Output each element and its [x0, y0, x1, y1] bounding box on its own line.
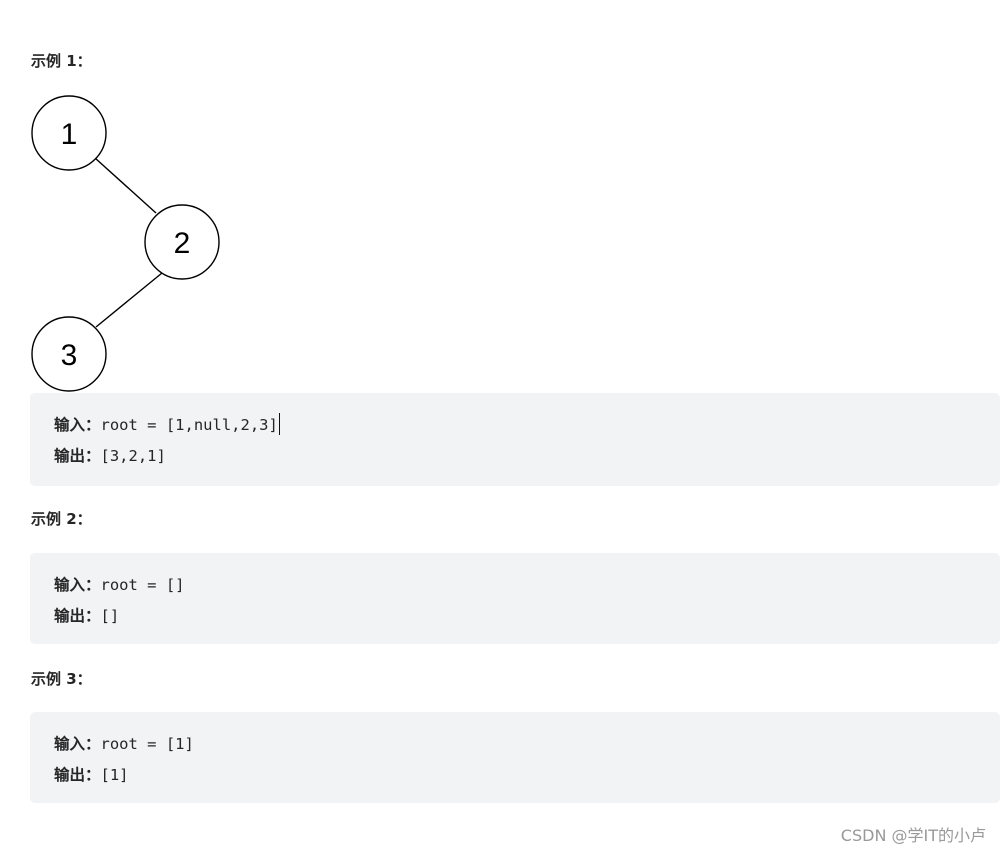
edge-2-3 [95, 272, 163, 328]
output-label: 输出： [54, 447, 101, 465]
tree-node-1-label: 1 [61, 118, 78, 151]
example-3-code-block: 输入：root = [1] 输出：[1] [30, 712, 1000, 803]
example-3-output-line: 输出：[1] [54, 760, 1000, 791]
example-1-input-line: 输入：root = [1,null,2,3] [54, 410, 1000, 441]
input-label: 输入： [54, 735, 101, 753]
output-value: [1] [100, 766, 129, 784]
example-2-code-block: 输入：root = [] 输出：[] [30, 553, 1000, 644]
input-value: root = [1,null,2,3] [100, 416, 278, 434]
example-1-title: 示例 1： [31, 52, 92, 70]
output-label: 输出： [54, 766, 101, 784]
output-value: [] [100, 607, 120, 625]
tree-node-2-label: 2 [174, 227, 191, 260]
edge-1-2 [94, 157, 157, 214]
watermark: CSDN @学IT的小卢 [840, 826, 986, 845]
example-3-title: 示例 3： [31, 670, 92, 688]
output-label: 输出： [54, 607, 101, 625]
example-1-output-line: 输出：[3,2,1] [54, 441, 1000, 472]
input-label: 输入： [54, 576, 101, 594]
tree-node-3-label: 3 [61, 339, 78, 372]
input-label: 输入： [54, 416, 101, 434]
example-3-input-line: 输入：root = [1] [54, 729, 1000, 760]
example-1-code-block: 输入：root = [1,null,2,3] 输出：[3,2,1] [30, 393, 1000, 486]
binary-tree-diagram: 1 2 3 [0, 85, 240, 395]
tree-node-3: 3 [31, 316, 107, 392]
example-2-output-line: 输出：[] [54, 601, 1000, 632]
example-2-input-line: 输入：root = [] [54, 570, 1000, 601]
output-value: [3,2,1] [100, 447, 166, 465]
input-value: root = [] [100, 576, 185, 594]
input-value: root = [1] [100, 735, 194, 753]
text-cursor [278, 413, 281, 435]
example-2-title: 示例 2： [31, 510, 92, 528]
tree-node-2: 2 [144, 204, 220, 280]
tree-node-1: 1 [31, 95, 107, 171]
